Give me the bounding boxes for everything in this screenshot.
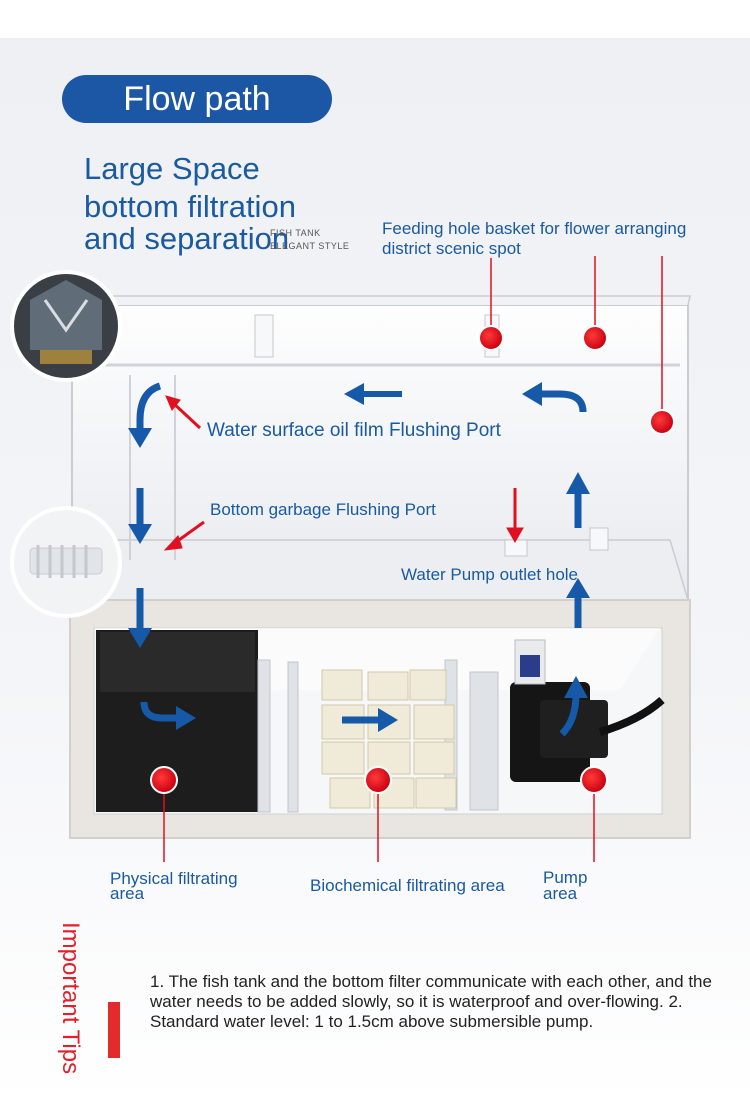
flow-path-title: Flow path [62,75,332,123]
detail-circle-bottom [10,506,122,618]
detail-circle-top [10,270,122,382]
important-tips-text: 1. The fish tank and the bottom filter c… [150,972,712,1031]
marker-dots [150,325,675,794]
pump-outlet-label: Water Pump outlet hole [401,565,579,584]
marker-pump [580,766,608,794]
physical-area-label-1: Physical filtrating [110,869,238,888]
pump-area-label-1: Pump [543,868,588,887]
biochemical-area-label: Biochemical filtrating area [310,876,505,895]
feeding-hole-label-1: Feeding hole basket for flower arranging [382,219,687,238]
pointer-lines [163,256,663,862]
headline-line-1: Large Space [84,151,260,186]
feeding-hole-label-2: district scenic spot [382,239,521,258]
oil-film-port-label: Water surface oil film Flushing Port [207,420,501,441]
physical-area-label-2: area [110,884,145,903]
brand-text-2: ELEGANT STYLE [270,241,350,251]
garbage-port-label: Bottom garbage Flushing Port [210,500,436,519]
important-tips-title: Important Tips [57,922,84,1075]
flow-arrows [128,382,590,737]
headline-line-3: and separation [84,221,290,256]
red-pointer-arrows [163,395,524,551]
marker-feeding-1 [478,325,504,351]
brand-text-1: FISH TANK [270,228,321,238]
upper-tank [70,295,691,601]
marker-side [649,409,675,435]
marker-feeding-2 [582,325,608,351]
headline-line-2: bottom filtration [84,189,296,224]
tip-accent-bar [108,1002,120,1058]
pump-area-label-2: area [543,884,578,903]
top-margin [0,0,750,38]
marker-biochemical [364,766,392,794]
marker-physical [150,766,178,794]
